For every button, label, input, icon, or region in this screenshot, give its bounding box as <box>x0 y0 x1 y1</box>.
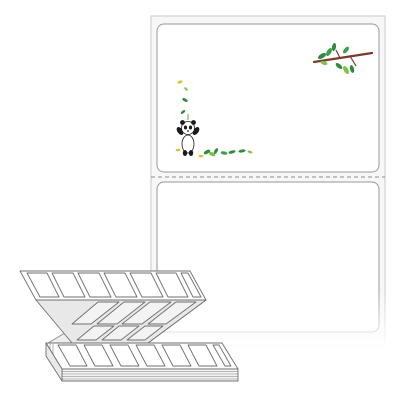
fanfold-stack-icon <box>19 270 239 382</box>
ground-leaves <box>175 148 253 158</box>
branch-icon <box>312 43 374 75</box>
panda-icon <box>176 114 200 156</box>
leaf-icon <box>177 80 188 114</box>
